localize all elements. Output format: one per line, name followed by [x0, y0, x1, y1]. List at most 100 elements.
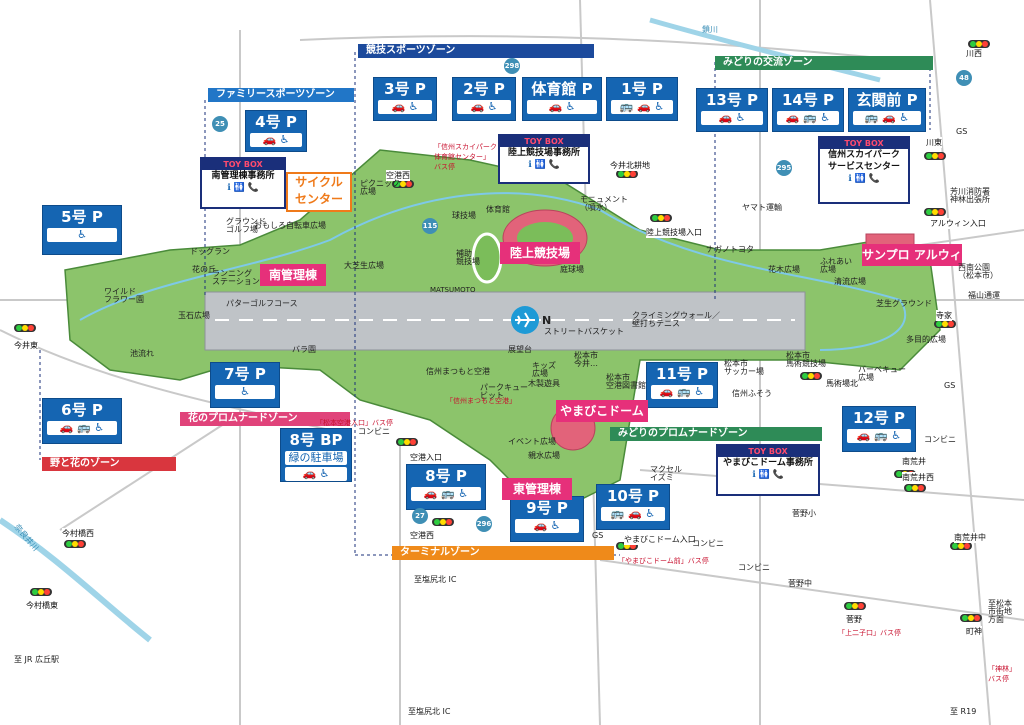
label-yoshikawa-fire: 芳川消防署 神林出張所: [950, 187, 990, 204]
toybox-service-icons: ℹ 🚻 📞: [848, 174, 880, 184]
label-conv-2: コンビニ: [924, 435, 956, 444]
parking-11-name: 11号 P: [655, 365, 709, 383]
label-pakukyu: パークキュー ビット: [480, 383, 528, 400]
signal-minamiaraiinishi: [904, 484, 926, 492]
facility-alwin[interactable]: サンプロ アルウィン: [862, 244, 974, 266]
zone-hana-promenade: 花のプロムナードゾーン: [180, 412, 350, 426]
parking-5-name: 5号 P: [61, 208, 103, 226]
label-gs-2: GS: [944, 381, 956, 390]
signal-sugano: [844, 602, 866, 610]
parking-4-icons: 🚗 ♿: [250, 133, 302, 147]
signal-label-kawahigashi: 川東: [926, 137, 942, 148]
parking-8b[interactable]: 8号 BP 緑の駐車場 🚗 ♿: [280, 428, 352, 482]
signal-label-sugano: 菅野: [846, 614, 862, 625]
signal-label-imaikitahigashi: 今井北耕地: [610, 160, 650, 171]
toybox-service[interactable]: TOY BOX 信州スカイパーク サービスセンター ℹ 🚻 📞: [818, 136, 910, 204]
label-fureai: ふれあい 広場: [820, 257, 852, 274]
parking-11[interactable]: 11号 P 🚗 🚌 ♿: [646, 362, 718, 408]
parking-14[interactable]: 14号 P 🚗 🚌 ♿: [772, 88, 844, 132]
toybox-minami-label: TOY BOX: [202, 159, 284, 170]
label-matsumoto: MATSUMOTO: [430, 286, 476, 294]
parking-10[interactable]: 10号 P 🚌 🚗 ♿: [596, 484, 670, 530]
parking-1-name: 1号 P: [621, 80, 663, 98]
label-dog-run: ドッグラン: [190, 247, 230, 256]
label-ground-golf: グラウンド ゴルフ場: [226, 217, 266, 234]
parking-13[interactable]: 13号 P 🚗 ♿: [696, 88, 768, 132]
toybox-rikujo[interactable]: TOY BOX 陸上競技場事務所 ℹ 🚻 📞: [498, 134, 590, 184]
parking-5[interactable]: 5号 P ♿: [42, 205, 122, 255]
parking-12[interactable]: 12号 P 🚗 🚌 ♿: [842, 406, 916, 452]
label-ikenagare: 池流れ: [130, 349, 154, 358]
signal-alwin-iri: [924, 208, 946, 216]
label-to-jr: 至 JR 広丘駅: [14, 655, 60, 664]
facility-minami-kanri[interactable]: 南管理棟: [260, 264, 326, 286]
parking-8[interactable]: 8号 P 🚗 🚌 ♿: [406, 464, 486, 510]
facility-dome[interactable]: やまびこドーム: [556, 400, 648, 422]
label-taiikukan: 体育館: [486, 205, 510, 214]
label-hojo: 補助 競技場: [456, 249, 480, 266]
toybox-dome-name: やまびこドーム事務所: [723, 458, 813, 468]
parking-6[interactable]: 6号 P 🚗 🚌 ♿: [42, 398, 122, 444]
label-maxell: マクセル イズミ: [650, 465, 682, 482]
label-conv-1: コンビニ: [358, 427, 390, 436]
facility-rikujo[interactable]: 陸上競技場: [500, 242, 580, 264]
label-to-r19: 至 R19: [950, 707, 977, 716]
parking-6-name: 6号 P: [61, 401, 103, 419]
label-seiryu: 清流広場: [834, 277, 866, 286]
label-gyokusho: 玉石広場: [178, 311, 210, 320]
parking-2[interactable]: 2号 P 🚗 ♿: [452, 77, 516, 121]
parking-3-icons: 🚗 ♿: [378, 100, 432, 114]
parking-4[interactable]: 4号 P 🚗 ♿: [245, 110, 307, 152]
label-sugano-sho: 菅野小: [792, 509, 816, 518]
parking-1[interactable]: 1号 P 🚌 🚗 ♿: [606, 77, 678, 121]
parking-1-icons: 🚌 🚗 ♿: [611, 100, 673, 114]
parking-14-name: 14号 P: [781, 91, 835, 109]
zone-terminal: ターミナルゾーン: [392, 546, 614, 560]
parking-11-icons: 🚗 🚌 ♿: [651, 385, 713, 399]
parking-8-name: 8号 P: [425, 467, 467, 485]
toybox-dome[interactable]: TOY BOX やまびこドーム事務所 ℹ 🚻 📞: [716, 444, 820, 496]
label-hanano-oka: 花の丘: [192, 265, 216, 274]
kusari-river: [649, 17, 881, 83]
parking-10-name: 10号 P: [606, 487, 660, 505]
signal-babasho: [800, 372, 822, 380]
label-barbecue: バーベキュー 広場: [858, 365, 906, 382]
narai-river: [0, 517, 152, 643]
label-gs-3: GS: [592, 531, 604, 540]
label-fukuyama: 福山通運: [968, 291, 1000, 300]
label-suiro-hiroba: 親水広場: [528, 451, 560, 460]
route-27: 27: [412, 508, 428, 524]
parking-genkan[interactable]: 玄関前 P 🚌 🚗 ♿: [848, 88, 926, 132]
label-to-shiojiri-2: 至塩尻北 IC: [408, 707, 451, 716]
label-tenbodai: 展望台: [508, 345, 532, 354]
label-kanbayashi-bus: 「神林」 バス停: [988, 665, 1016, 683]
label-picnic: ピクニック 広場: [360, 179, 400, 196]
signal-terayado: [934, 320, 956, 328]
route-296: 296: [476, 516, 492, 532]
parking-7[interactable]: 7号 P ♿: [210, 362, 280, 408]
facility-higashi-kanri[interactable]: 東管理棟: [502, 478, 572, 500]
label-kaminijikoku-bus: 「上二子口」バス停: [838, 629, 901, 637]
parking-gym[interactable]: 体育館 P 🚗 ♿: [522, 77, 602, 121]
toybox-minami[interactable]: TOY BOX 南管理棟事務所 ℹ 🚻 📞: [200, 157, 286, 209]
label-shinshu-kuko: 信州まつもと空港: [426, 367, 490, 376]
label-kyodo-hall: 松本市 空港図書館: [606, 373, 646, 390]
parking-genkan-icons: 🚌 🚗 ♿: [853, 111, 921, 125]
zone-family-sports: ファミリースポーツゾーン: [208, 88, 354, 102]
label-yamato: ヤマト運輸: [742, 203, 782, 212]
walking-path: [79, 192, 907, 351]
toybox-rikujo-icons: ℹ 🚻 📞: [528, 160, 560, 170]
label-dome-bus: 「やまびこドーム前」バス停: [618, 557, 709, 565]
parking-3[interactable]: 3号 P 🚗 ♿: [373, 77, 437, 121]
label-kuko-bus: 「松本空港入口」バス停: [316, 419, 393, 427]
zone-midori-koryu: みどりの交流ゾーン: [715, 56, 933, 70]
parking-10-icons: 🚌 🚗 ♿: [601, 507, 665, 521]
signal-label-kukoiri: 空港入口: [410, 452, 442, 463]
toybox-minami-icons: ℹ 🚻 📞: [227, 183, 259, 193]
parking-9[interactable]: 9号 P 🚗 ♿: [510, 496, 584, 542]
signal-imamura-higashi: [30, 588, 52, 596]
facility-cycle-center[interactable]: サイクル センター: [286, 172, 352, 212]
label-street-basket: ストリートバスケット: [544, 327, 624, 336]
label-shin-kouen: 信州ふそう: [732, 389, 772, 398]
signal-kawahigashi: [924, 152, 946, 160]
